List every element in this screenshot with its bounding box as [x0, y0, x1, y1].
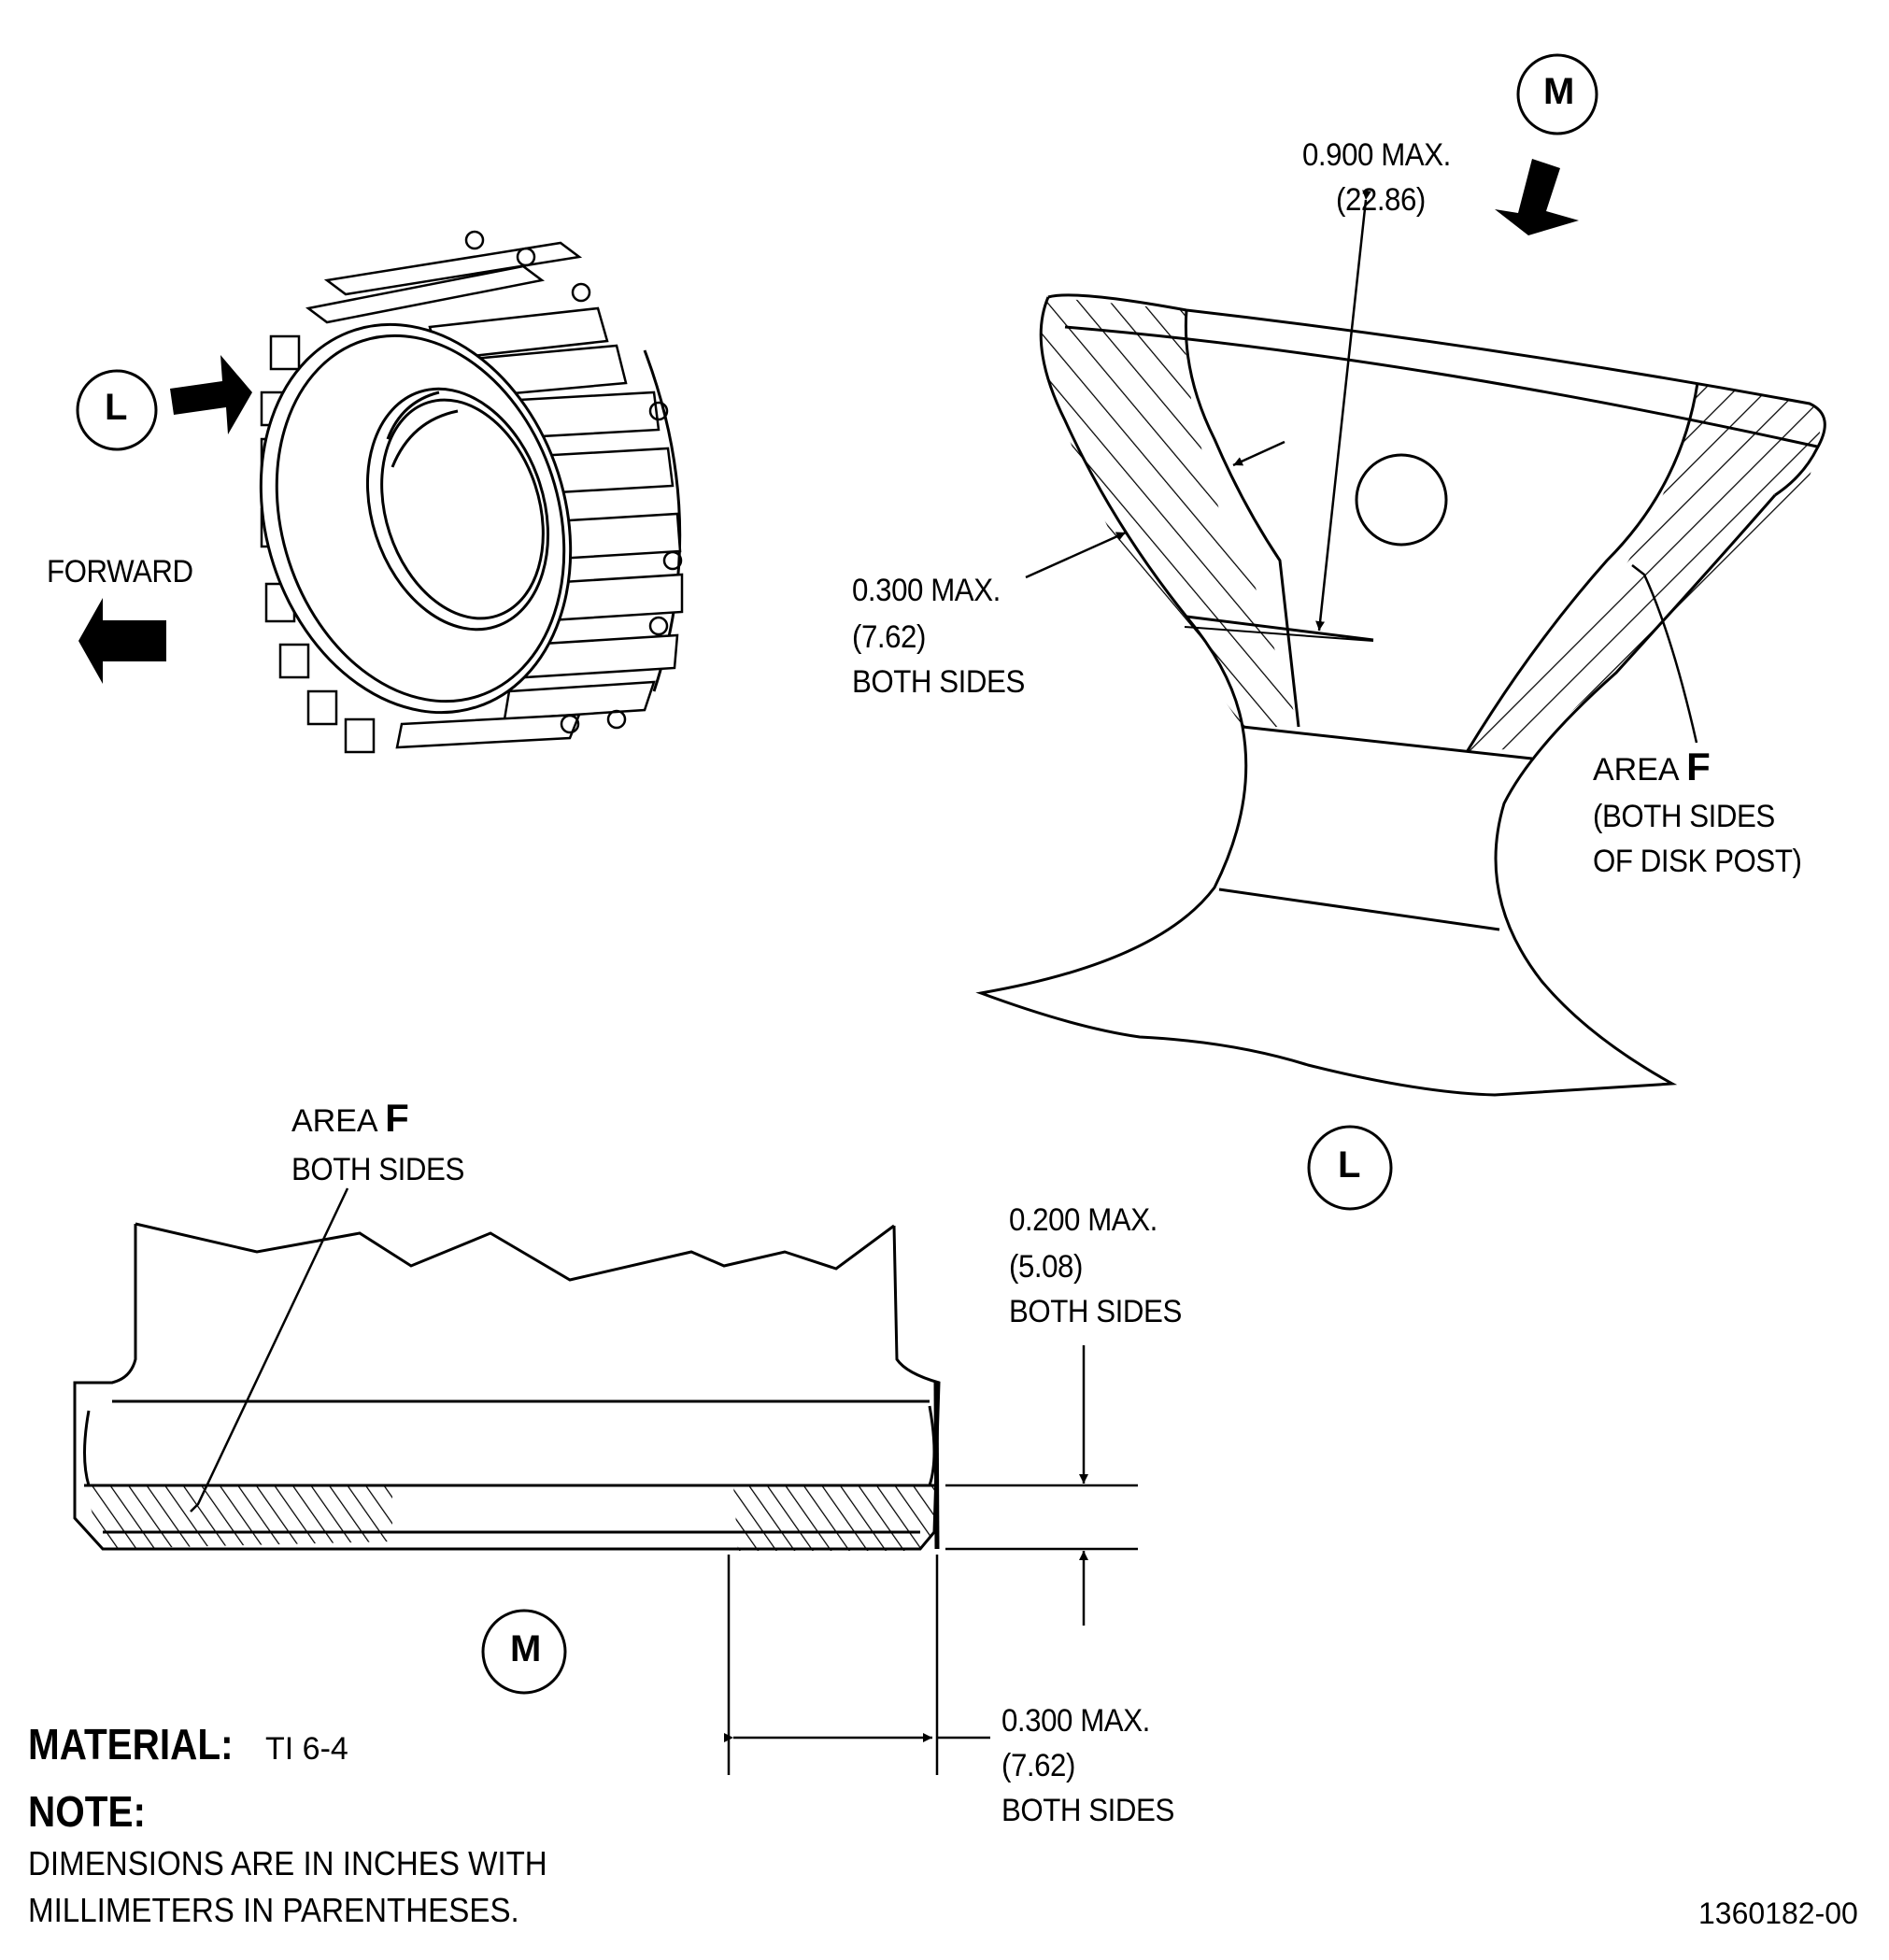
area-f-right-line2: (BOTH SIDES — [1593, 799, 1775, 834]
hatched-area-right — [1467, 383, 1821, 752]
dim-height-max: 0.200 MAX. — [1009, 1202, 1158, 1238]
hatched-strip-left — [84, 1485, 392, 1549]
hatched-area-left — [1042, 297, 1299, 727]
dim-top-max: 0.900 MAX. — [1302, 137, 1451, 173]
view-m-arrow — [1495, 159, 1579, 235]
disk-post-hole — [1355, 453, 1448, 547]
figure-number: 1360182-00 — [1698, 1896, 1858, 1930]
area-f-right-label: AREA F — [1593, 744, 1711, 793]
disk-post-view-l — [975, 293, 1826, 1097]
dim-side-mm: (7.62) — [852, 619, 926, 655]
note-label: NOTE: — [28, 1787, 146, 1836]
dim-arrow-0300-b — [1232, 440, 1285, 467]
area-f-leader-bottom — [190, 1187, 349, 1513]
dim-height-note: BOTH SIDES — [1009, 1294, 1182, 1329]
material-value: TI 6-4 — [265, 1731, 348, 1767]
dim-width-max: 0.300 MAX. — [1001, 1703, 1150, 1739]
callout-letter-l-bottom: L — [1338, 1144, 1361, 1186]
dim-arrow-0300-a — [1025, 531, 1127, 579]
callout-circle-m-top — [1516, 53, 1598, 135]
note-line-2: MILLIMETERS IN PARENTHESES. — [28, 1891, 519, 1929]
callout-letter-m-top: M — [1543, 71, 1575, 112]
view-l-arrow — [170, 355, 252, 434]
disk-bore — [365, 387, 550, 632]
disk-isometric-view — [259, 230, 684, 754]
dim-height-mm: (5.08) — [1009, 1249, 1083, 1285]
callout-circle-m-bottom — [481, 1609, 567, 1695]
area-f-bottom-word: AREA — [291, 1103, 376, 1139]
area-f-leader-right — [1631, 564, 1698, 744]
callout-circle-l-top — [76, 369, 158, 451]
area-f-bottom-line2: BOTH SIDES — [291, 1152, 464, 1187]
material-line: MATERIAL: TI 6-4 — [28, 1719, 348, 1769]
dim-side-max: 0.300 MAX. — [852, 573, 1001, 608]
material-label: MATERIAL: — [28, 1720, 234, 1768]
dim-top-mm: (22.86) — [1336, 182, 1426, 218]
disk-outer-rim-inner — [275, 334, 566, 703]
area-f-right-word: AREA — [1593, 752, 1678, 788]
note-line-1: DIMENSIONS ARE IN INCHES WITH — [28, 1844, 547, 1882]
dim-width-mm: (7.62) — [1001, 1748, 1075, 1783]
dim-line-0900 — [1315, 190, 1372, 632]
dim-side-note: BOTH SIDES — [852, 664, 1025, 700]
dim-width-note: BOTH SIDES — [1001, 1793, 1174, 1828]
rim-section-view-m — [73, 1222, 941, 1551]
area-f-bottom-letter: F — [385, 1096, 409, 1140]
forward-arrow — [78, 598, 166, 684]
area-f-right-letter: F — [1686, 745, 1711, 788]
area-f-right-line3: OF DISK POST) — [1593, 844, 1802, 879]
forward-label: FORWARD — [47, 554, 193, 589]
callout-letter-l-top: L — [105, 387, 128, 428]
hatched-strip-right — [733, 1485, 934, 1551]
area-f-bottom-label: AREA F — [291, 1095, 409, 1144]
callout-letter-m-bottom: M — [510, 1628, 542, 1669]
callout-circle-l-bottom — [1307, 1125, 1393, 1211]
